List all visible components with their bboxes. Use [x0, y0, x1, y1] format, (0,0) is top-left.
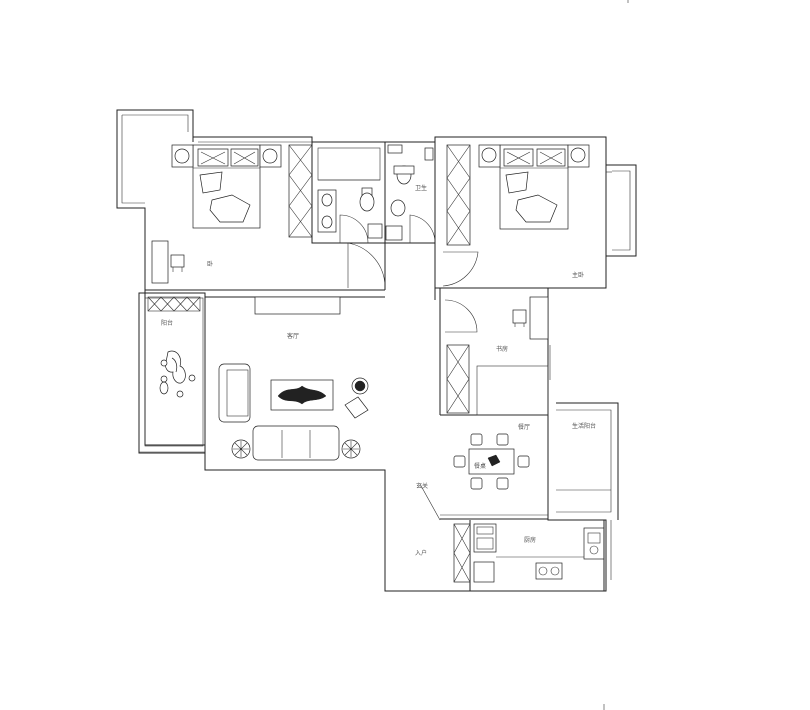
plant-decor-icon — [277, 385, 327, 405]
left-balcony — [138, 292, 206, 454]
label-dining-room: 餐厅 — [518, 423, 530, 431]
label-dining-table: 餐桌 — [474, 462, 486, 470]
master-bedroom — [151, 144, 386, 290]
label-second-bedroom: 主卧 — [572, 271, 584, 279]
sink-icon — [583, 527, 605, 560]
kitchen — [453, 520, 612, 591]
label-bathroom: 卫生 — [415, 184, 427, 192]
lounge-chair-icon — [159, 350, 196, 398]
living-room — [205, 296, 385, 461]
bathroom — [311, 141, 436, 244]
label-entrance: 玄关 — [416, 482, 428, 490]
tv-cabinet-icon — [254, 296, 341, 315]
second-bedroom — [434, 142, 637, 300]
dining-room — [419, 433, 548, 521]
label-master-bedroom: 卧 — [207, 260, 213, 268]
label-balcony: 阳台 — [161, 319, 173, 327]
label-study: 书房 — [496, 345, 508, 353]
kitchen-balcony — [556, 402, 619, 520]
study — [439, 288, 551, 416]
label-foyer: 入户 — [415, 549, 427, 557]
stove-icon — [535, 562, 563, 580]
armchair-icon — [344, 396, 369, 419]
sofa-icon — [252, 425, 340, 461]
label-kitchen-balcony: 生活阳台 — [572, 422, 596, 430]
label-kitchen: 厨房 — [524, 536, 536, 544]
label-living-room: 客厅 — [287, 332, 299, 340]
sofa-icon — [218, 363, 251, 423]
